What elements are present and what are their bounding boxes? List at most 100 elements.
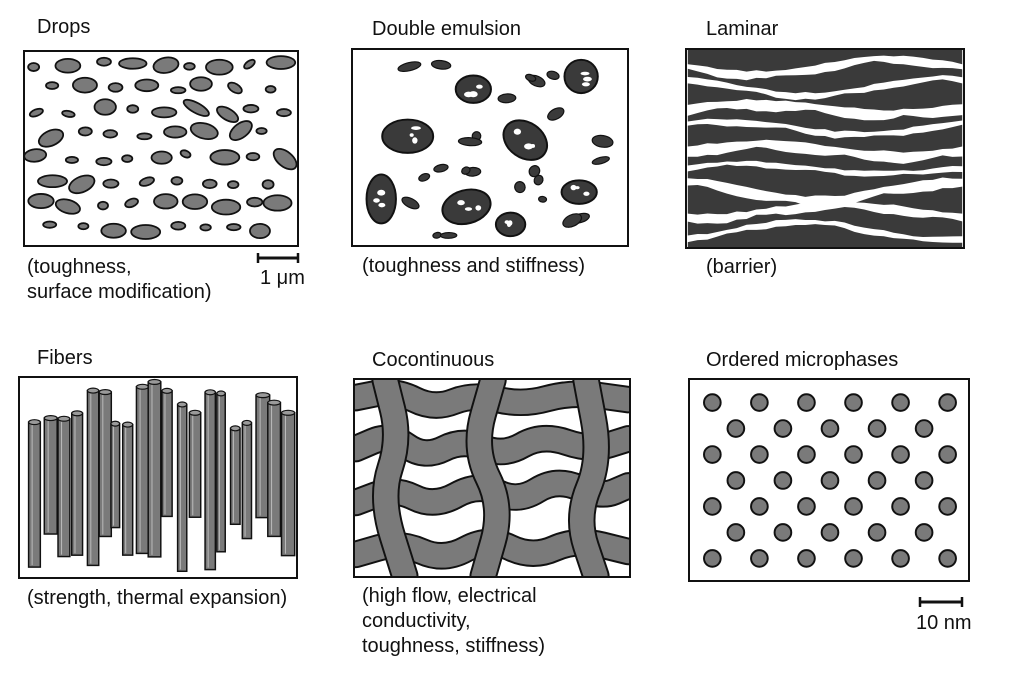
fiber-end bbox=[110, 420, 121, 427]
scale-bar-10nm bbox=[918, 596, 964, 608]
drop bbox=[169, 86, 187, 95]
inclusion bbox=[581, 82, 590, 87]
drop bbox=[264, 85, 277, 94]
drop bbox=[100, 222, 127, 239]
drop bbox=[138, 176, 155, 187]
microphase-sphere bbox=[703, 497, 722, 516]
double-emulsion-caption: (toughness and stiffness) bbox=[362, 255, 586, 277]
drop bbox=[265, 55, 297, 70]
microphase-sphere bbox=[914, 471, 934, 490]
inclusion bbox=[583, 191, 590, 196]
microphase-sphere bbox=[797, 497, 816, 516]
fiber-end bbox=[216, 390, 226, 397]
drop bbox=[275, 108, 292, 118]
fiber-end bbox=[147, 378, 162, 385]
fibers-morphology bbox=[27, 378, 296, 573]
microphase-sphere bbox=[750, 445, 769, 464]
droplet-small bbox=[525, 73, 537, 82]
phase-strand bbox=[373, 380, 417, 576]
drop bbox=[28, 107, 44, 118]
lamella bbox=[687, 118, 963, 139]
drop bbox=[189, 121, 219, 140]
fiber-end bbox=[43, 415, 58, 422]
phase-strand bbox=[570, 380, 608, 576]
microphase-sphere bbox=[844, 393, 863, 412]
droplet-small bbox=[461, 166, 471, 175]
droplet bbox=[502, 119, 549, 161]
droplet-small bbox=[397, 61, 422, 73]
drop bbox=[121, 154, 134, 163]
fibers-title: Fibers bbox=[37, 347, 93, 369]
drop bbox=[227, 180, 240, 190]
drop bbox=[170, 176, 184, 186]
ordered-microphases-panel bbox=[688, 378, 970, 582]
lamella bbox=[687, 219, 963, 243]
inclusion bbox=[373, 198, 380, 203]
drop bbox=[205, 58, 234, 76]
fiber bbox=[98, 391, 113, 538]
drop bbox=[209, 149, 241, 166]
microphase-sphere bbox=[914, 523, 934, 542]
drop bbox=[179, 149, 192, 159]
lamella bbox=[687, 160, 963, 177]
drop bbox=[124, 197, 139, 209]
droplet bbox=[441, 188, 492, 226]
drop bbox=[170, 220, 187, 231]
drop bbox=[102, 129, 119, 139]
drop bbox=[201, 178, 218, 189]
inclusion bbox=[457, 200, 465, 206]
inclusion bbox=[580, 71, 590, 76]
fiber-end bbox=[177, 401, 188, 408]
laminar-morphology bbox=[687, 50, 963, 247]
drop bbox=[255, 127, 268, 135]
microphase-sphere bbox=[820, 419, 840, 438]
drop bbox=[210, 198, 242, 216]
microphase-sphere bbox=[891, 445, 910, 464]
drop bbox=[153, 193, 179, 210]
microphase-sphere bbox=[891, 549, 910, 568]
drop bbox=[249, 222, 271, 240]
drop bbox=[246, 196, 264, 208]
fiber bbox=[216, 392, 226, 553]
cocontinuous-title: Cocontinuous bbox=[372, 349, 495, 371]
inclusion bbox=[411, 126, 421, 130]
drop bbox=[272, 147, 297, 171]
drop bbox=[97, 200, 109, 211]
drops-panel bbox=[23, 50, 299, 247]
fiber bbox=[135, 386, 150, 555]
microphase-sphere bbox=[867, 419, 887, 438]
drop bbox=[189, 76, 213, 92]
inclusion bbox=[468, 91, 478, 98]
drops-caption-line-1: (toughness, bbox=[27, 256, 132, 278]
droplet-small bbox=[439, 231, 458, 239]
lamella bbox=[687, 139, 963, 164]
drop bbox=[27, 193, 55, 210]
fiber bbox=[43, 417, 58, 535]
microphase-sphere bbox=[797, 549, 816, 568]
droplet-small bbox=[457, 137, 483, 147]
microphase-sphere bbox=[773, 419, 793, 438]
scale-bar-line bbox=[918, 597, 964, 607]
drop bbox=[183, 62, 196, 71]
phase-strand bbox=[355, 530, 629, 568]
drop bbox=[54, 198, 81, 215]
droplet-small bbox=[528, 165, 541, 178]
droplet-small bbox=[546, 70, 560, 80]
fiber bbox=[147, 381, 162, 558]
droplet-small bbox=[514, 181, 526, 194]
microphase-sphere bbox=[820, 523, 840, 542]
microphase-sphere bbox=[867, 523, 887, 542]
fiber-end bbox=[188, 409, 202, 416]
drop bbox=[93, 98, 117, 116]
inclusion bbox=[524, 143, 534, 150]
fiber-end bbox=[98, 389, 112, 396]
drop bbox=[37, 174, 68, 189]
fiber bbox=[204, 391, 217, 571]
cocontinuous-caption-line-2: conductivity, bbox=[362, 610, 471, 632]
drop bbox=[134, 78, 160, 93]
microphase-sphere bbox=[820, 471, 840, 490]
microphase-sphere bbox=[703, 393, 722, 412]
inclusion bbox=[377, 189, 386, 196]
drop bbox=[118, 57, 148, 70]
drop bbox=[151, 106, 178, 119]
